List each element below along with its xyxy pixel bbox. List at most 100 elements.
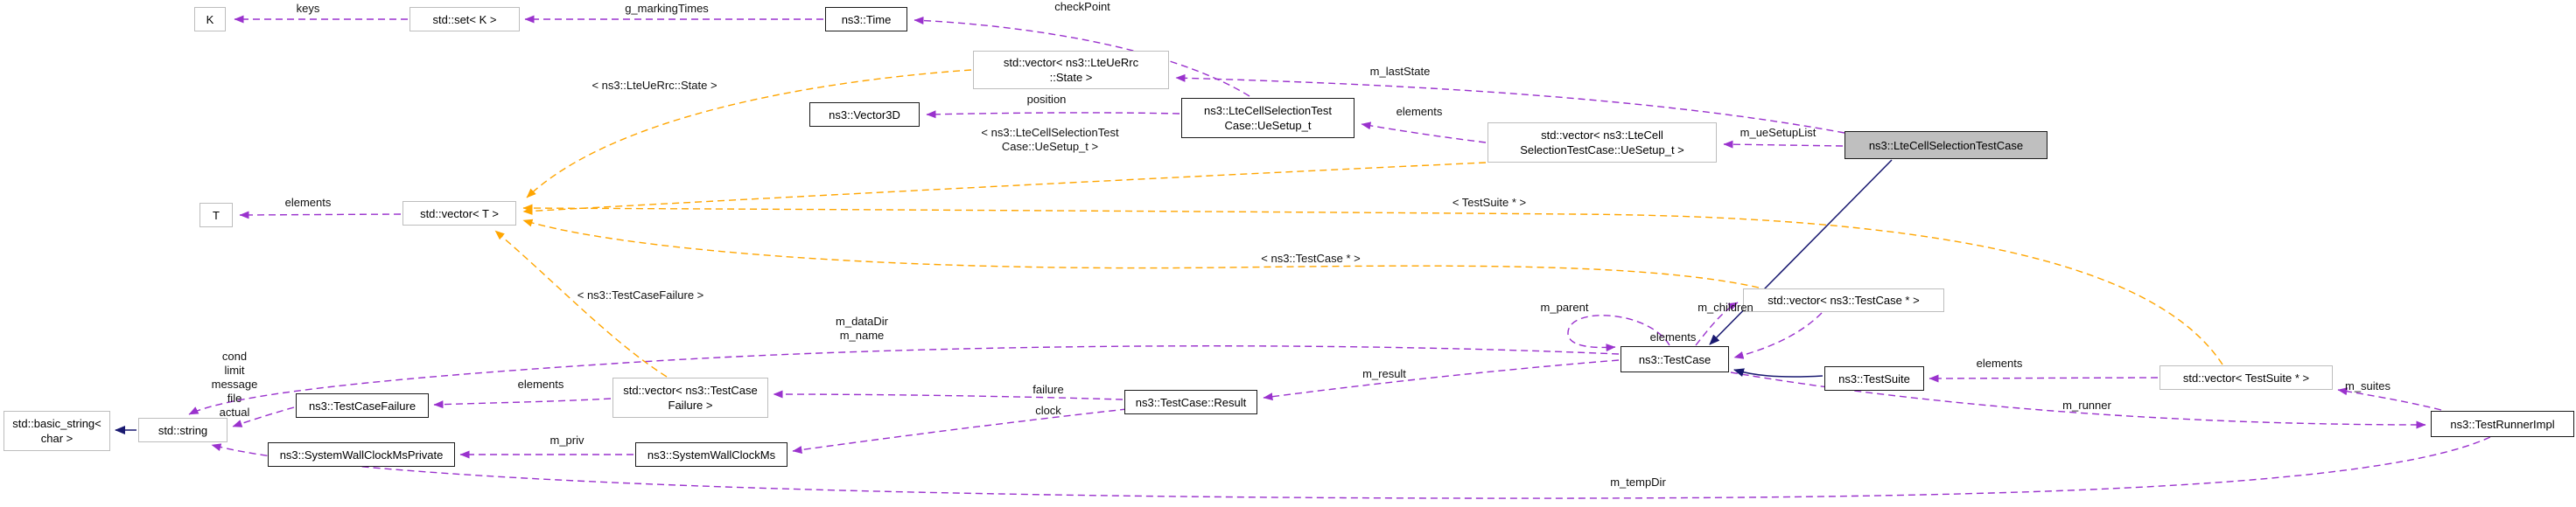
edge-elements-uesetup — [1361, 122, 1487, 143]
edge-label-clock: clock — [1035, 404, 1061, 417]
class-node-label: ::State > — [1049, 71, 1093, 84]
edge-label-m-suites: m_suites — [2344, 379, 2391, 392]
class-node-ltecellselectiontestcase-focus: ns3::LteCellSelectionTestCase — [1844, 131, 2048, 159]
edge-elements-testsuite — [1928, 374, 2159, 383]
class-node-k: K — [194, 7, 226, 31]
edge-inherit-testsuite-testcase — [1733, 368, 1824, 378]
class-node-label: ns3::LteCellSelectionTestCase — [1868, 138, 2024, 152]
class-node-label: ns3::TestRunnerImpl — [2450, 417, 2555, 431]
edge-label-elements-testcasefailure: elements — [517, 378, 564, 391]
edge-inherit-ltecellselectiontestcase-testcase — [1709, 159, 1893, 345]
edge-label-line: m_name — [839, 329, 885, 342]
class-node-ns3-testsuite[interactable]: ns3::TestSuite — [1824, 366, 1924, 391]
edge-template-testcase-ptr — [522, 219, 1760, 288]
class-node-label: ns3::LteCellSelectionTest — [1204, 104, 1332, 117]
edge-label-template-uesetup-t: < ns3::LteCellSelectionTest Case::UeSetu… — [981, 126, 1118, 154]
class-node-label: ns3::SystemWallClockMs — [647, 448, 776, 462]
edge-label-line: < ns3::LteCellSelectionTest — [981, 126, 1119, 139]
class-node-ns3-time[interactable]: ns3::Time — [825, 7, 907, 31]
edge-label-template-testsuite-ptr: < TestSuite * > — [1452, 196, 1527, 209]
edge-label-m-tempdir: m_tempDir — [1610, 476, 1666, 489]
class-node-label: std::vector< TestSuite * > — [2182, 371, 2310, 385]
edge-label-elements-testsuite: elements — [1976, 357, 2023, 370]
class-node-vector-lteuerrc-state: std::vector< ns3::LteUeRrc::State > — [973, 51, 1169, 89]
edge-failure — [773, 390, 1124, 400]
edge-template-uesetup-t — [522, 162, 1487, 215]
class-node-label: Failure > — [668, 399, 713, 412]
edge-label-m-datadir-m-name: m_dataDir m_name — [836, 315, 888, 343]
edge-label-line: actual — [219, 406, 250, 419]
class-node-label: K — [206, 12, 214, 26]
edge-checkpoint — [914, 16, 1250, 97]
class-node-vector-testsuite-ptr: std::vector< TestSuite * > — [2160, 365, 2333, 390]
edge-label-line: m_dataDir — [836, 315, 888, 328]
edge-label-failure: failure — [1032, 383, 1064, 396]
edge-template-lteuerrc-state — [526, 69, 972, 198]
edge-label-m-priv: m_priv — [550, 434, 584, 447]
class-node-label: ns3::TestCaseFailure — [308, 399, 416, 413]
edge-label-elements-testcase: elements — [1649, 330, 1697, 344]
class-node-vector-t: std::vector< T > — [402, 201, 516, 226]
class-node-label: std::basic_string< — [12, 417, 102, 430]
class-node-ns3-systemwallclockmsprivate[interactable]: ns3::SystemWallClockMsPrivate — [268, 442, 455, 467]
edge-label-line: Case::UeSetup_t > — [1001, 140, 1099, 153]
edge-label-m-runner: m_runner — [2062, 399, 2111, 412]
class-node-label: std::vector< ns3::LteCell — [1541, 128, 1663, 142]
edge-template-testsuite-ptr — [522, 204, 2223, 365]
class-node-vector-testcase-ptr: std::vector< ns3::TestCase * > — [1743, 288, 1944, 312]
edge-position — [926, 110, 1180, 119]
class-node-ns3-testcase-result[interactable]: ns3::TestCase::Result — [1124, 390, 1257, 414]
edge-label-line: message — [211, 378, 258, 391]
class-node-ns3-testcase[interactable]: ns3::TestCase — [1620, 346, 1729, 372]
edge-label-position: position — [1026, 93, 1067, 106]
class-node-label: std::vector< ns3::TestCase * > — [1768, 294, 1920, 307]
edge-label-keys: keys — [296, 2, 320, 15]
edge-cond-limit-message-file-actual — [232, 406, 295, 427]
class-node-label: T — [213, 208, 220, 222]
edge-label-m-parent: m_parent — [1540, 301, 1589, 314]
edge-label-m-result: m_result — [1362, 367, 1406, 380]
edge-m-uesetuplist — [1723, 140, 1844, 149]
class-node-label: char > — [40, 432, 74, 445]
edge-label-m-children: m_children — [1698, 301, 1754, 314]
edge-elements-testcasefailure — [433, 398, 612, 409]
edge-m-suites — [2337, 387, 2442, 411]
edge-label-m-uesetuplist: m_ueSetupList — [1740, 126, 1816, 139]
edge-elements-t — [239, 211, 402, 219]
edge-m-datadir-m-name — [188, 345, 1620, 415]
class-node-label: SelectionTestCase::UeSetup_t > — [1520, 143, 1684, 156]
class-node-label: ns3::SystemWallClockMsPrivate — [279, 448, 444, 462]
class-node-ns3-vector3d[interactable]: ns3::Vector3D — [809, 102, 920, 127]
class-node-label: std::vector< ns3::TestCase — [623, 384, 758, 397]
class-node-ns3-testrunnerimpl[interactable]: ns3::TestRunnerImpl — [2431, 411, 2574, 437]
class-node-label: std::set< K > — [432, 12, 497, 26]
edge-elements-testcase — [1733, 312, 1823, 359]
class-node-label: std::vector< ns3::LteUeRrc — [1003, 56, 1139, 69]
class-node-std-set-k: std::set< K > — [410, 7, 520, 31]
class-node-label: ns3::TestCase::Result — [1135, 395, 1247, 409]
edge-m-children — [1695, 302, 1739, 346]
edge-label-line: file — [227, 392, 242, 405]
edge-m-laststate — [1175, 73, 1845, 134]
class-node-label: ns3::Time — [841, 12, 892, 26]
edge-label-elements-t: elements — [284, 196, 332, 209]
class-node-ns3-testcasefailure[interactable]: ns3::TestCaseFailure — [296, 393, 429, 418]
edge-clock — [792, 408, 1128, 454]
edge-m-tempdir — [211, 436, 2491, 499]
class-node-label: ns3::TestCase — [1638, 352, 1712, 366]
edge-label-cond-limit-message-file-actual: cond limit message file actual — [212, 350, 258, 420]
edge-template-testcasefailure — [494, 230, 668, 378]
edge-label-m-laststate: m_lastState — [1369, 65, 1431, 78]
class-node-label: ns3::Vector3D — [829, 108, 900, 122]
edge-label-template-testcasefailure: < ns3::TestCaseFailure > — [577, 288, 704, 302]
edge-label-template-lteuerrc-state: < ns3::LteUeRrc::State > — [592, 79, 718, 92]
class-node-label: Case::UeSetup_t — [1224, 119, 1312, 132]
class-node-std-string: std::string — [138, 418, 228, 442]
class-node-ns3-systemwallclockms[interactable]: ns3::SystemWallClockMs — [635, 442, 788, 467]
edge-label-line: cond — [221, 350, 248, 363]
